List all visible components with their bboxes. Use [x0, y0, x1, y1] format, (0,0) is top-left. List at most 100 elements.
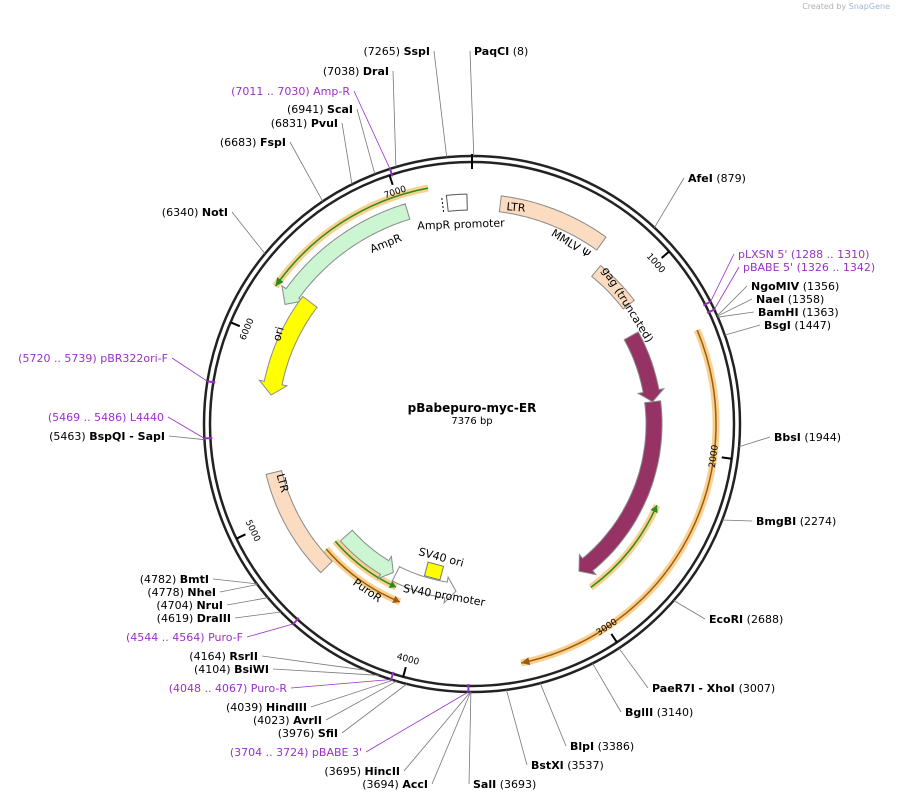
site-leader-line — [469, 50, 475, 157]
site-position: (4544 .. 4564) — [126, 631, 205, 644]
snapgene-watermark: Created by SnapGene — [802, 2, 890, 11]
orf-arrowhead — [275, 277, 284, 287]
primer-label: (5469 .. 5486) L4440 — [48, 411, 164, 424]
primer-label: pBABE 5' (1326 .. 1342) — [743, 261, 875, 274]
site-name: PaqCI — [474, 45, 509, 58]
feature-arrow — [281, 203, 411, 305]
tick-label: 5000 — [243, 519, 262, 544]
site-position: (3140) — [657, 706, 694, 719]
site-name: Amp-R — [313, 85, 350, 98]
site-position: (7265) — [363, 45, 400, 58]
orf-arrowhead — [650, 505, 658, 514]
enzyme-site-label: AfeI (879) — [688, 172, 746, 185]
site-leader-line — [433, 50, 448, 158]
site-name: RsrII — [229, 650, 258, 663]
site-name: NaeI — [756, 293, 784, 306]
site-position: (6941) — [287, 103, 324, 116]
tick-label: 6000 — [239, 317, 257, 342]
site-position: (1944) — [804, 431, 841, 444]
primer-label: (4048 .. 4067) Puro-R — [169, 682, 288, 695]
enzyme-site-label: (6683) FspI — [220, 136, 286, 149]
site-leader-line — [506, 689, 528, 766]
enzyme-site-label: (4039) HindIII — [226, 701, 307, 714]
site-position: (879) — [716, 172, 746, 185]
watermark-prefix: Created by — [802, 2, 847, 11]
site-leader-line — [654, 177, 685, 228]
site-name: Puro-R — [251, 682, 288, 695]
site-name: NotI — [202, 206, 228, 219]
site-leader-line — [539, 683, 567, 747]
feature-arrow — [258, 295, 318, 396]
plasmid-size: 7376 bp — [451, 416, 492, 427]
site-position: (2688) — [747, 613, 784, 626]
site-position: (6683) — [220, 136, 257, 149]
enzyme-site-label: (4104) BsiWI — [194, 663, 269, 676]
site-name: SalI — [473, 778, 496, 791]
feature-arrow — [265, 469, 333, 574]
orf-arcs — [272, 184, 720, 667]
site-name: HindIII — [266, 701, 307, 714]
primer-label: (4544 .. 4564) Puro-F — [126, 631, 243, 644]
site-leader-line — [724, 324, 761, 336]
site-name: BstXI — [531, 759, 564, 772]
site-position: (3704 .. 3724) — [230, 746, 309, 759]
enzyme-site-label: (3694) AccI — [362, 778, 428, 791]
feature-label-ampr-promoter: AmpR promoter — [417, 216, 505, 232]
site-layer: PaqCI (8)(7265) SspI(7038) DraI(7011 .. … — [18, 45, 875, 791]
site-name: AccI — [402, 778, 428, 791]
orf-line — [520, 329, 717, 664]
site-leader-line — [231, 211, 266, 255]
site-name: HincII — [364, 765, 400, 778]
site-position: (4782) — [140, 573, 177, 586]
enzyme-site-label: (4704) NruI — [156, 599, 223, 612]
site-leader-line — [234, 611, 282, 619]
site-name: PvuI — [311, 117, 338, 130]
site-leader-line — [618, 647, 649, 689]
site-name: BmtI — [180, 573, 209, 586]
site-name: pBABE 5' — [743, 261, 793, 274]
site-position: (1326 .. 1342) — [797, 261, 876, 274]
site-leader-line — [341, 122, 353, 185]
site-leader-line — [392, 70, 397, 168]
site-position: (3695) — [324, 765, 361, 778]
site-position: (1358) — [788, 293, 825, 306]
enzyme-site-label: BlpI (3386) — [570, 740, 634, 753]
enzyme-site-label: (4778) NheI — [147, 586, 216, 599]
enzyme-site-label: NgoMIV (1356) — [751, 280, 839, 293]
site-leader-line — [356, 108, 376, 175]
site-leader-line — [290, 679, 392, 689]
site-name: FspI — [260, 136, 286, 149]
site-position: (4778) — [147, 586, 184, 599]
enzyme-site-label: BstXI (3537) — [531, 759, 604, 772]
primer-label: (7011 .. 7030) Amp-R — [231, 85, 350, 98]
enzyme-site-label: (4164) RsrII — [189, 650, 258, 663]
feature-arrow — [445, 193, 468, 212]
feature-label-gag: gag (truncated) — [599, 265, 656, 345]
site-position: (1447) — [794, 319, 831, 332]
orf-highlight — [520, 328, 720, 667]
site-position: (4104) — [194, 663, 231, 676]
feature-label-ltr-2: LTR — [274, 472, 292, 494]
site-leader-line — [261, 655, 367, 671]
enzyme-site-label: (6340) NotI — [162, 206, 228, 219]
site-name: pBABE 3' — [312, 746, 362, 759]
site-position: (3007) — [739, 682, 776, 695]
orf-arrowhead — [392, 595, 400, 604]
tick-label: 2000 — [708, 444, 721, 468]
site-leader-line — [722, 519, 753, 522]
site-leader-line — [325, 680, 397, 721]
snapgene-logo: SnapGene — [848, 2, 890, 11]
enzyme-site-label: (7038) DraI — [323, 65, 389, 78]
site-leader-line — [353, 90, 391, 170]
site-leader-line — [310, 679, 394, 708]
site-position: (4164) — [189, 650, 226, 663]
site-name: BsiWI — [234, 663, 269, 676]
tick-mark — [660, 250, 670, 259]
primer-label: (3704 .. 3724) pBABE 3' — [230, 746, 362, 759]
primer-mark — [706, 308, 715, 314]
site-leader-line — [403, 691, 471, 772]
feature-arrow — [498, 195, 607, 251]
site-leader-line — [212, 578, 257, 585]
site-name: NgoMIV — [751, 280, 800, 293]
site-name: DraIII — [197, 612, 231, 625]
